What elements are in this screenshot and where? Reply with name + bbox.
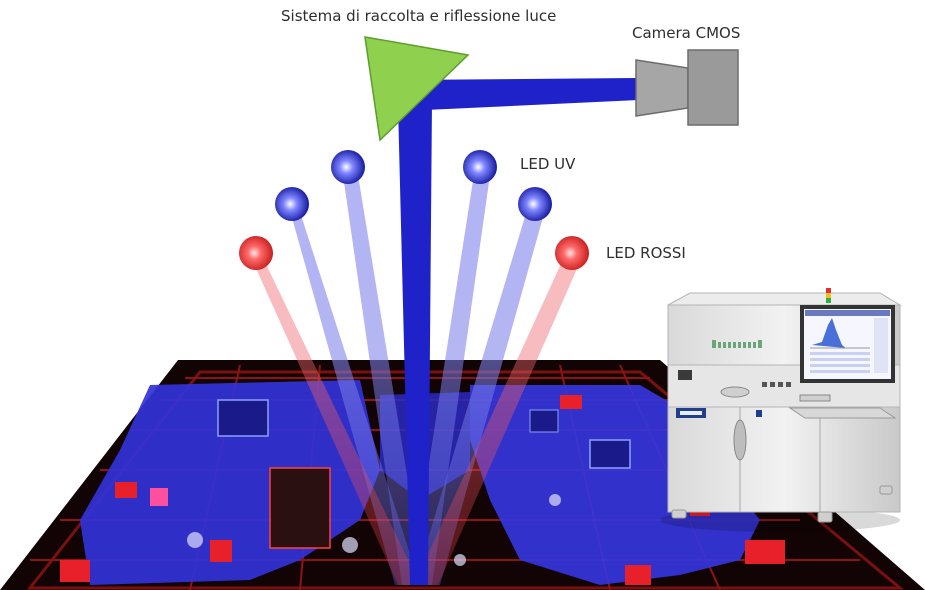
red-led-icon bbox=[239, 236, 273, 270]
collection-system-label: Sistema di raccolta e riflessione luce bbox=[281, 7, 557, 25]
red-led-icon bbox=[555, 236, 589, 270]
dragonfly-logo bbox=[712, 340, 762, 348]
uv-led-icon bbox=[518, 187, 552, 221]
uv-led-label: LED UV bbox=[520, 155, 576, 173]
camera-icon bbox=[635, 49, 739, 126]
inspection-machine bbox=[660, 288, 902, 532]
uv-led-icon bbox=[275, 187, 309, 221]
uv-led-icon bbox=[463, 150, 497, 184]
camera-label: Camera CMOS bbox=[632, 24, 741, 42]
red-led-label: LED ROSSI bbox=[606, 244, 686, 262]
red-light-beams bbox=[250, 255, 580, 585]
prism-icon bbox=[364, 36, 470, 142]
seica-logo bbox=[676, 408, 762, 418]
collection-beam bbox=[398, 78, 640, 585]
uv-light-beams bbox=[287, 168, 545, 585]
uv-led-icon bbox=[331, 150, 365, 184]
